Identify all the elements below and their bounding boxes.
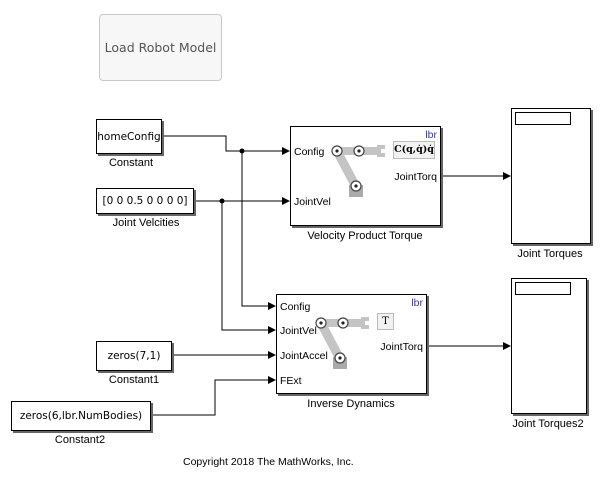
constant-label: Constant1 xyxy=(108,374,160,386)
output-port-jointtorq: JointTorq xyxy=(394,171,437,183)
output-port-jointtorq: JointTorq xyxy=(380,341,423,353)
robot-arm-icon xyxy=(331,145,385,197)
input-port-fext: FExt xyxy=(280,375,302,387)
constant-value: homeConfig xyxy=(97,130,161,143)
input-port-jointaccel: JointAccel xyxy=(280,350,328,362)
velocity-product-torque-label: Velocity Product Torque xyxy=(307,230,423,242)
constant-homeconfig-block[interactable]: homeConfig xyxy=(96,119,162,154)
inverse-dynamics-label: Inverse Dynamics xyxy=(307,398,395,410)
input-port-jointvel: JointVel xyxy=(280,325,317,337)
constant-label: Joint Velcities xyxy=(112,217,180,229)
constant-joint-velocities-block[interactable]: [0 0 0.5 0 0 0 0] xyxy=(96,188,194,214)
scope-screen xyxy=(515,112,571,125)
constant-label: Constant xyxy=(108,157,154,169)
equation-badge: C(q,q̇)q̇ xyxy=(393,141,435,159)
wire-jointvel-to-id xyxy=(221,201,276,334)
scope-label: Joint Torques xyxy=(517,248,583,260)
constant-value: zeros(7,1) xyxy=(107,350,161,362)
input-port-config: Config xyxy=(294,146,325,158)
velocity-product-torque-block[interactable]: lbr Config JointVel JointTorq C(q,q̇)q̇ xyxy=(290,126,441,226)
constant1-block[interactable]: zeros(7,1) xyxy=(96,341,172,371)
input-port-jointvel: JointVel xyxy=(294,196,331,208)
input-port-config: Config xyxy=(280,301,311,313)
robot-tag: lbr xyxy=(411,297,423,309)
wire-homeconfig-to-id-config xyxy=(241,151,276,310)
constant2-block[interactable]: zeros(6,lbr.NumBodies) xyxy=(11,401,151,431)
constant-value: [0 0 0.5 0 0 0 0] xyxy=(102,195,188,207)
robot-arm-icon xyxy=(315,317,369,369)
load-robot-model-button[interactable]: Load Robot Model xyxy=(99,14,222,81)
copyright-text: Copyright 2018 The MathWorks, Inc. xyxy=(183,456,354,468)
robot-tag: lbr xyxy=(425,129,437,141)
scope-label: Joint Torques2 xyxy=(512,418,584,430)
scope-screen xyxy=(515,282,571,295)
inverse-dynamics-block[interactable]: lbr Config JointVel JointAccel FExt Join… xyxy=(276,294,427,394)
equation-badge: T xyxy=(377,313,394,330)
joint-torques2-scope[interactable] xyxy=(511,278,587,414)
wire-constant2-to-id-fext xyxy=(151,376,276,416)
branch-point xyxy=(239,148,245,154)
joint-torques-scope[interactable] xyxy=(511,108,591,244)
constant-label: Constant2 xyxy=(54,434,106,446)
constant-value: zeros(6,lbr.NumBodies) xyxy=(19,410,143,422)
wire-homeconfig-to-vpt-config xyxy=(162,135,290,155)
branch-point xyxy=(219,198,225,204)
